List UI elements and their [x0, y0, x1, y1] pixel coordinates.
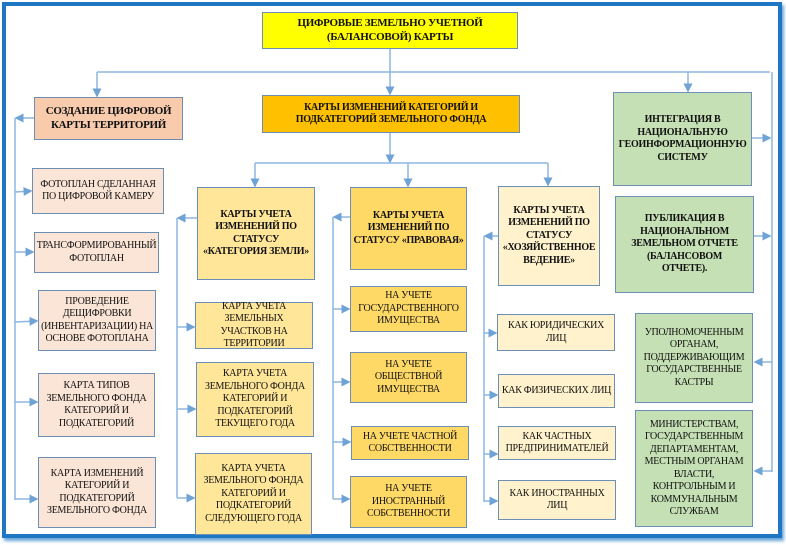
legal-item: НА УЧЕТЕ ИНОСТРАННЫЙ СОБСТВЕННОСТИ [350, 476, 467, 528]
legal-item: НА УЧЕТЕ ГОСУДАРСТВЕННОГО ИМУЩЕСТВА [350, 286, 467, 332]
economic-item: КАК ФИЗИЧЕСКИХ ЛИЦ [498, 374, 615, 408]
category-item: КАРТА УЧЕТА ЗЕМЕЛЬНЫХ УЧАСТКОВ НА ТЕРРИТ… [195, 301, 313, 349]
creation-item: КАРТА ИЗМЕНЕНИЙ КАТЕГОРИЙ И ПОДКАТЕГОРИЙ… [38, 457, 156, 528]
recipient-box: УПОЛНОМОЧЕННЫМ ОРГАНАМ, ПОДДЕРЖИВАЮЩИМ Г… [635, 313, 753, 403]
economic-item: КАК ИНОСТРАННЫХ ЛИЦ [498, 480, 616, 520]
economic-item: КАК ЧАСТНЫХ ПРЕДПРИНИМАТЕЛЕЙ [498, 426, 616, 460]
legal-item: НА УЧЕТЕ ЧАСТНОЙ СОБСТВЕННОСТИ [351, 426, 469, 460]
creation-item: КАРТА ТИПОВ ЗЕМЕЛЬНОГО ФОНДА КАТЕГОРИЙ И… [38, 373, 155, 437]
category-item: КАРТА УЧЕТА ЗЕМЕЛЬНОГО ФОНДА КАТЕГОРИЙ И… [195, 453, 312, 535]
connector [14, 316, 39, 326]
category-status-title: КАРТЫ УЧЕТА ИЗМЕНЕНИЙ ПО СТАТУСУ «КАТЕГО… [197, 187, 315, 280]
recipient-box: МИНИСТЕРСТВАМ, ГОСУДАРСТВЕННЫМ ДЕПАРТАМЕ… [635, 410, 753, 527]
land-report-box: ПУБЛИКАЦИЯ В НАЦИОНАЛЬНОМ ЗЕМЕЛЬНОМ ОТЧЕ… [615, 196, 754, 293]
changes-maps-title: КАРТЫ ИЗМЕНЕНИЙ КАТЕГОРИЙ И ПОДКАТЕГОРИЙ… [262, 95, 520, 133]
creation-title: СОЗДАНИЕ ЦИФРОВОЙ КАРТЫ ТЕРРИТОРИЙ [34, 97, 183, 140]
legal-item: НА УЧЕТЕ ОБЩЕСТВНОЙ ИМУЩЕСТВА [350, 352, 467, 403]
category-item: КАРТА УЧЕТА ЗЕМЕЛЬНОГО ФОНДА КАТЕГОРИЙ И… [196, 362, 314, 437]
creation-item: ФОТОПЛАН СДЕЛАННАЯ ПО ЦИФРОВОЙ КАМЕРУ [32, 168, 164, 214]
gis-integration-box: ИНТЕГРАЦИЯ В НАЦИОНАЛЬНУЮ ГЕОИНФОРМАЦИОН… [613, 92, 752, 186]
economic-status-title: КАРТЫ УЧЕТА ИЗМЕНЕНИЙ ПО СТАТУСУ «ХОЗЯЙС… [498, 186, 600, 286]
creation-item: ПРОВЕДЕНИЕ ДЕЩИФРОВКИ (ИНВЕНТАРИЗАЦИИ) Н… [38, 290, 156, 351]
main-title: ЦИФРОВЫЕ ЗЕМЕЛЬНО УЧЕТНОЙ (БАЛАНСОВОЙ) К… [262, 12, 518, 49]
legal-status-title: КАРТЫ УЧЕТА ИЗМЕНЕНИЙ ПО СТАТУСУ «ПРАВОВ… [350, 187, 467, 270]
frame-border [2, 2, 782, 538]
creation-item: ТРАНСФОРМИРОВАННЫЙ ФОТОПЛАН [34, 232, 159, 273]
connector [14, 186, 33, 196]
economic-item: КАК ЮРИДИЧЕСКИХ ЛИЦ [497, 314, 615, 351]
